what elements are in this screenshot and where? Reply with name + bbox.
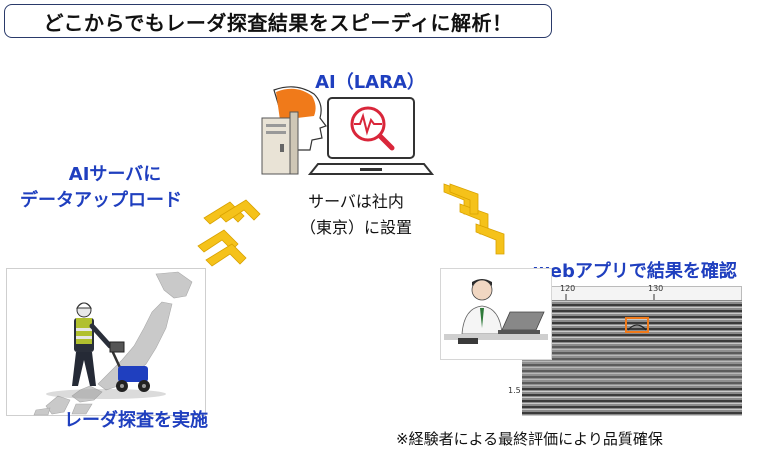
- laptop-icon: [498, 311, 545, 334]
- quality-note: ※経験者による最終評価により品質確保: [396, 430, 663, 448]
- page-title: どこからでもレーダ探査結果をスピーディに解析！: [4, 4, 552, 38]
- radar-tick-120: 120: [560, 284, 576, 293]
- arrow-result-icon: [440, 174, 524, 260]
- office-worker-photo: [440, 268, 552, 360]
- radar-depth-label: 1.5: [508, 386, 521, 395]
- worker-icon: [72, 302, 113, 386]
- arrow-upload-icon: [194, 186, 274, 278]
- ai-label: AI（LARA）: [315, 72, 425, 93]
- anomaly-marker: [625, 317, 649, 333]
- radar-tick-130: 130: [648, 284, 664, 293]
- server-icon: [261, 111, 299, 175]
- upload-label-line2: データアップロード: [20, 190, 182, 211]
- survey-illustration: [6, 268, 206, 416]
- webapp-label: webアプリで結果を確認: [533, 261, 737, 282]
- japan-map-icon: [33, 271, 193, 416]
- radar-result-panel: 120 130: [522, 284, 742, 416]
- server-label-line2: （東京）に設置: [299, 218, 412, 237]
- analysis-magnifier-icon: [350, 106, 395, 151]
- ai-server-illustration: [256, 84, 436, 180]
- brain-head-icon: [273, 86, 327, 151]
- radar-cart-icon: [108, 341, 150, 392]
- survey-label: レーダ探査を実施: [64, 410, 208, 431]
- server-label-line1: サーバは社内: [308, 192, 404, 211]
- upload-label-line1: AIサーバに: [68, 164, 162, 185]
